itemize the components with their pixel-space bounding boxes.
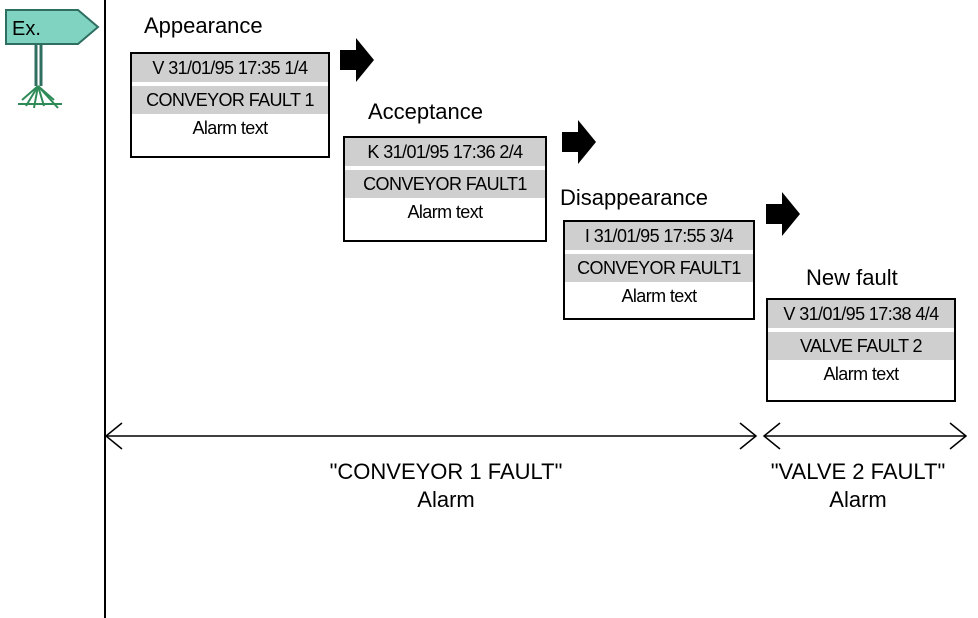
alarm-text: Alarm text <box>823 364 899 384</box>
valve-fault-range-label: "VALVE 2 FAULT" Alarm <box>746 458 970 514</box>
alarm-text: Alarm text <box>192 118 268 138</box>
valve-range-left-arrow <box>762 422 781 450</box>
vertical-divider <box>104 0 106 618</box>
alarm-name: CONVEYOR FAULT 1 <box>132 86 328 114</box>
arrow-right-icon <box>766 192 800 236</box>
alarm-text: Alarm text <box>407 202 483 222</box>
conveyor-range-left-arrow <box>104 422 123 450</box>
stage-title-disappearance: Disappearance <box>560 185 708 210</box>
alarm-box-appearance: V 31/01/95 17:35 1/4 CONVEYOR FAULT 1 Al… <box>130 52 330 158</box>
valve-range-right-arrow <box>949 422 968 450</box>
alarm-box-new-fault: V 31/01/95 17:38 4/4 VALVE FAULT 2 Alarm… <box>766 298 956 402</box>
signpost-label: Ex. <box>12 18 41 40</box>
range-alarm-name: "CONVEYOR 1 FAULT" <box>329 459 563 484</box>
alarm-header: I 31/01/95 17:55 3/4 <box>565 222 753 250</box>
arrow-right-icon <box>340 38 374 82</box>
alarm-name: CONVEYOR FAULT1 <box>345 170 545 198</box>
alarm-header: V 31/01/95 17:35 1/4 <box>132 54 328 82</box>
alarm-text: Alarm text <box>621 286 697 306</box>
stage-title-new-fault: New fault <box>806 265 898 290</box>
stage-title-acceptance: Acceptance <box>368 99 483 124</box>
range-alarm-name: "VALVE 2 FAULT" <box>770 459 946 484</box>
alarm-header: V 31/01/95 17:38 4/4 <box>768 300 954 328</box>
example-signpost-icon: Ex. <box>5 9 100 109</box>
range-alarm-kind: Alarm <box>417 487 475 512</box>
alarm-box-disappearance: I 31/01/95 17:55 3/4 CONVEYOR FAULT1 Ala… <box>563 220 755 320</box>
conveyor-fault-range-label: "CONVEYOR 1 FAULT" Alarm <box>296 458 596 514</box>
arrow-right-icon <box>562 120 596 164</box>
stage-title-appearance: Appearance <box>144 13 263 38</box>
range-alarm-kind: Alarm <box>829 487 887 512</box>
alarm-name: CONVEYOR FAULT1 <box>565 254 753 282</box>
alarm-header: K 31/01/95 17:36 2/4 <box>345 138 545 166</box>
alarm-name: VALVE FAULT 2 <box>768 332 954 360</box>
alarm-box-acceptance: K 31/01/95 17:36 2/4 CONVEYOR FAULT1 Ala… <box>343 136 547 242</box>
conveyor-range-right-arrow <box>739 422 758 450</box>
